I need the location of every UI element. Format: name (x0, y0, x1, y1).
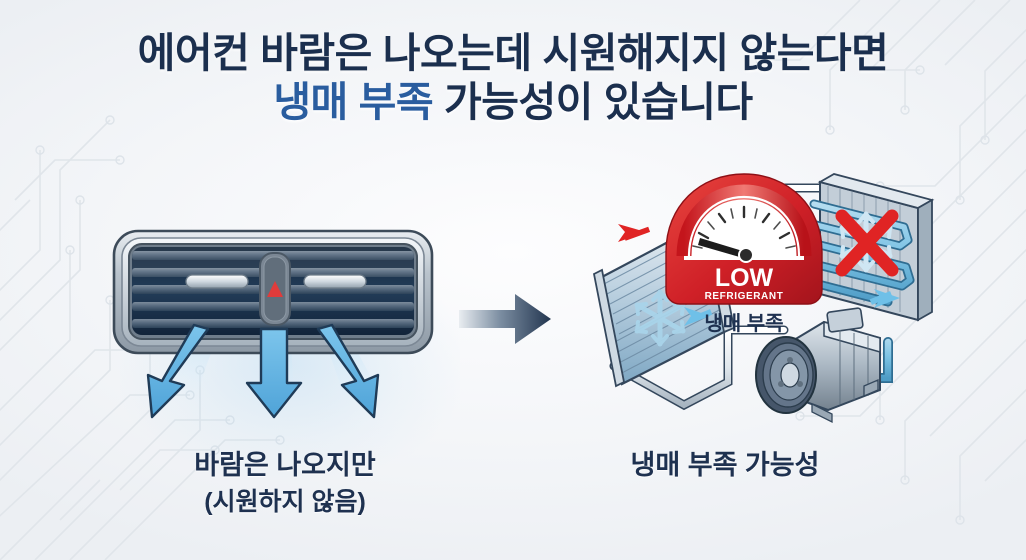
blocked-x-icon (835, 209, 899, 277)
cool-flow-arrow-1 (869, 289, 900, 308)
title-highlight: 냉매 부족 (273, 79, 434, 126)
right-caption-line-1: 냉매 부족 가능성 (630, 450, 820, 480)
low-refrigerant-gauge: LOW REFRIGERANT (665, 173, 823, 305)
gauge-korean-label: 냉매 부족 (704, 312, 783, 335)
title-line-1: 에어컨 바람은 나오는데 시원해지지 않는다면 (137, 30, 889, 76)
airflow-arrow (316, 323, 380, 419)
airflow-arrow (245, 327, 303, 419)
ac-system-illustration: LOW REFRIGERANT 냉매 부족 (588, 170, 938, 435)
right-caption: 냉매 부족 가능성 (525, 448, 925, 483)
ac-vent-illustration (108, 225, 438, 425)
title-line-2: 냉매 부족 가능성이 있습니다 (0, 81, 1026, 124)
gauge-secondary-label: REFRIGERANT (705, 291, 784, 302)
warm-flow-arrow (618, 224, 651, 242)
compressor (755, 307, 881, 424)
left-caption-line-2: (시원하지 않음) (204, 487, 366, 516)
left-caption-line-1: 바람은 나오지만 (194, 450, 376, 480)
gauge-primary-label: LOW (715, 264, 774, 292)
evaporator (803, 173, 935, 322)
airflow-arrow (146, 323, 210, 419)
transition-arrow (455, 288, 555, 350)
snowflake-icon (634, 289, 686, 347)
page-title: 에어컨 바람은 나오는데 시원해지지 않는다면 냉매 부족 가능성이 있습니다 (0, 30, 1026, 125)
vent-slider-left (185, 274, 249, 289)
title-rest: 가능성이 있습니다 (433, 79, 753, 126)
cool-flow-arrow-2 (684, 307, 713, 326)
warning-triangle-icon (267, 281, 283, 297)
left-caption: 바람은 나오지만 (시원하지 않음) (85, 448, 485, 518)
vent-slider-right (303, 274, 367, 289)
